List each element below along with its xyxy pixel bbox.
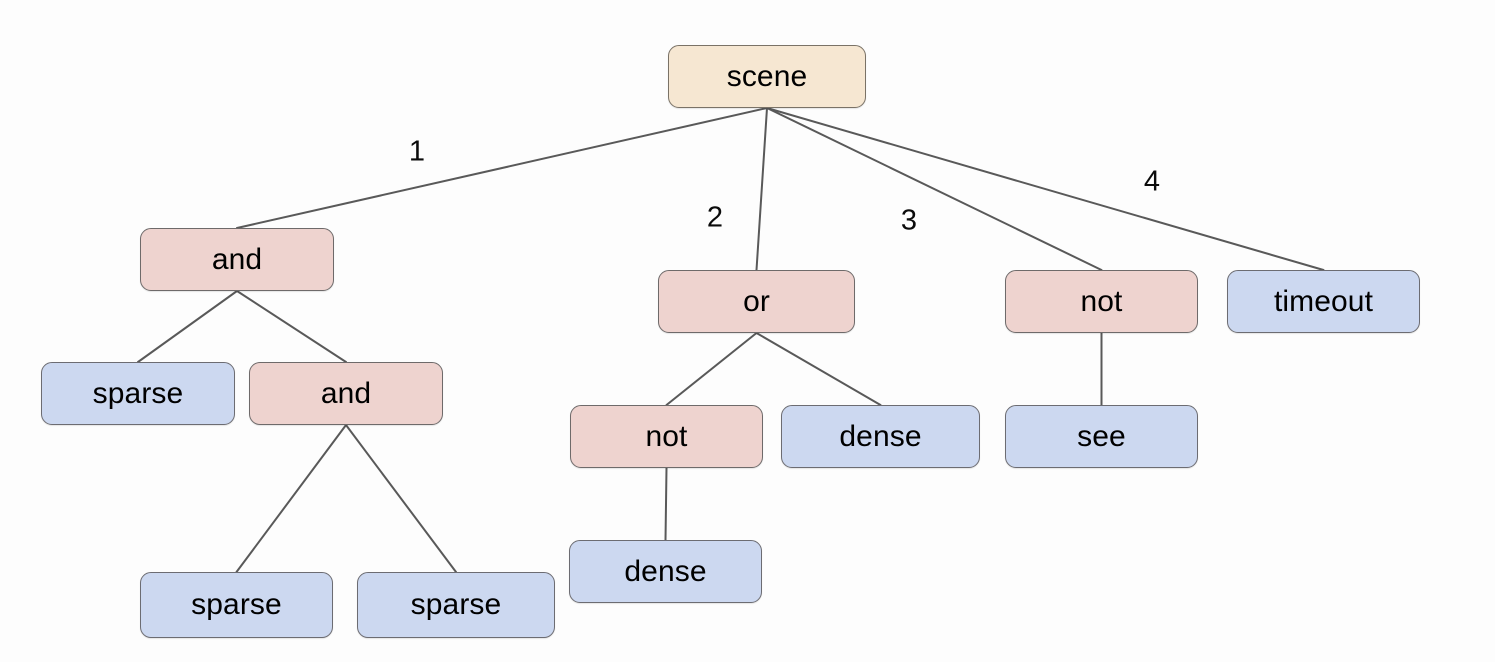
tree-edge-n0-n3 (766, 107, 1103, 271)
tree-node-label: and (211, 242, 263, 276)
tree-node-label: and (320, 376, 372, 410)
tree-node-sparse[interactable]: sparse (357, 572, 555, 638)
edge-label-2: 2 (706, 201, 724, 234)
edge-label-1: 1 (408, 135, 426, 168)
tree-node-not[interactable]: not (1005, 270, 1198, 333)
edge-label-3: 3 (900, 204, 918, 237)
tree-node-label: see (1077, 419, 1126, 453)
tree-edge-n0-n2 (755, 107, 768, 271)
tree-edge-n1-n5 (137, 290, 238, 363)
tree-node-dense[interactable]: dense (781, 405, 980, 468)
tree-node-dense[interactable]: dense (569, 540, 762, 603)
tree-edge-n1-n6 (236, 290, 347, 363)
tree-edge-n6-n11 (235, 424, 347, 573)
tree-node-label: not (1080, 284, 1123, 318)
edge-label-4: 4 (1143, 165, 1161, 198)
tree-node-label: sparse (410, 588, 502, 621)
tree-edge-n7-n10 (664, 467, 668, 541)
tree-node-not[interactable]: not (570, 405, 763, 468)
tree-node-label: sparse (92, 376, 184, 410)
tree-edge-n2-n8 (755, 332, 882, 406)
tree-node-label: sparse (191, 588, 282, 621)
tree-edge-n0-n1 (236, 107, 768, 229)
tree-edge-n0-n4 (766, 107, 1325, 271)
tree-node-label: dense (624, 554, 707, 588)
tree-node-or[interactable]: or (658, 270, 855, 333)
tree-node-label: timeout (1273, 284, 1374, 318)
tree-node-label: dense (839, 419, 922, 453)
tree-node-and[interactable]: and (249, 362, 443, 425)
tree-node-timeout[interactable]: timeout (1227, 270, 1420, 333)
tree-node-sparse[interactable]: sparse (140, 572, 333, 638)
tree-node-see[interactable]: see (1005, 405, 1198, 468)
tree-node-label: not (645, 419, 688, 453)
tree-node-and[interactable]: and (140, 228, 334, 291)
tree-node-label: or (743, 284, 770, 318)
tree-node-scene[interactable]: scene (668, 45, 866, 108)
tree-edge-n6-n12 (345, 424, 457, 573)
tree-node-label: scene (726, 59, 808, 93)
tree-node-sparse[interactable]: sparse (41, 362, 235, 425)
tree-edge-n2-n7 (665, 332, 758, 406)
